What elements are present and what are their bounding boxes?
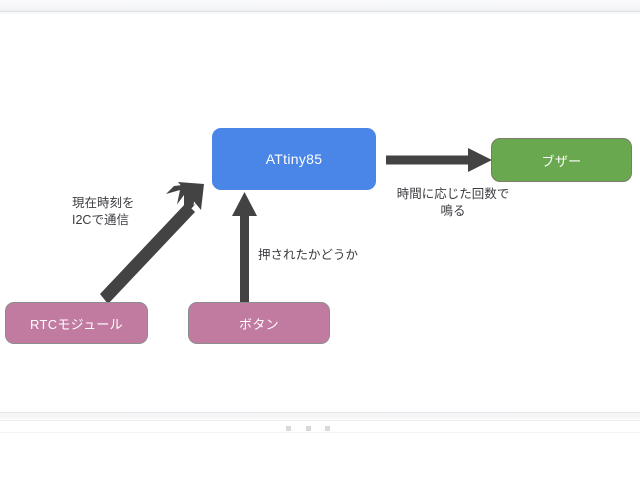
arrow-attiny-to-buzzer	[386, 148, 492, 172]
pager-dot-2[interactable]	[305, 425, 311, 431]
node-buzzer[interactable]: ブザー	[491, 138, 632, 182]
edge-label-rtc-to-attiny: 現在時刻を I2Cで通信	[72, 196, 135, 227]
node-button-label: ボタン	[239, 316, 279, 332]
pager-dot-3[interactable]	[325, 425, 330, 431]
node-buzzer-label: ブザー	[541, 153, 582, 169]
viewer-bottom-divider	[0, 412, 640, 421]
viewer-bottom-divider-secondary	[0, 432, 640, 433]
arrow-rtc-to-attiny	[100, 182, 204, 304]
node-attiny85[interactable]: ATtiny85	[212, 128, 376, 190]
edge-label-attiny-to-buzzer: 時間に応じた回数で 鳴る	[396, 187, 510, 218]
viewer-bottom-bar	[0, 412, 640, 480]
pager-dots[interactable]	[286, 424, 330, 432]
node-rtc-module-label: RTCモジュール	[30, 316, 123, 332]
node-attiny85-label: ATtiny85	[265, 151, 323, 167]
pager-dot-1[interactable]	[286, 425, 291, 431]
node-button[interactable]: ボタン	[188, 302, 330, 344]
edge-label-button-to-attiny: 押されたかどうか	[258, 248, 359, 262]
slide-canvas: ATtiny85 ブザー RTCモジュール ボタン 現在時刻を I2Cで通信 押…	[0, 14, 640, 412]
viewer-top-bar	[0, 0, 640, 12]
arrow-button-to-attiny	[232, 192, 257, 308]
node-rtc-module[interactable]: RTCモジュール	[5, 302, 148, 344]
